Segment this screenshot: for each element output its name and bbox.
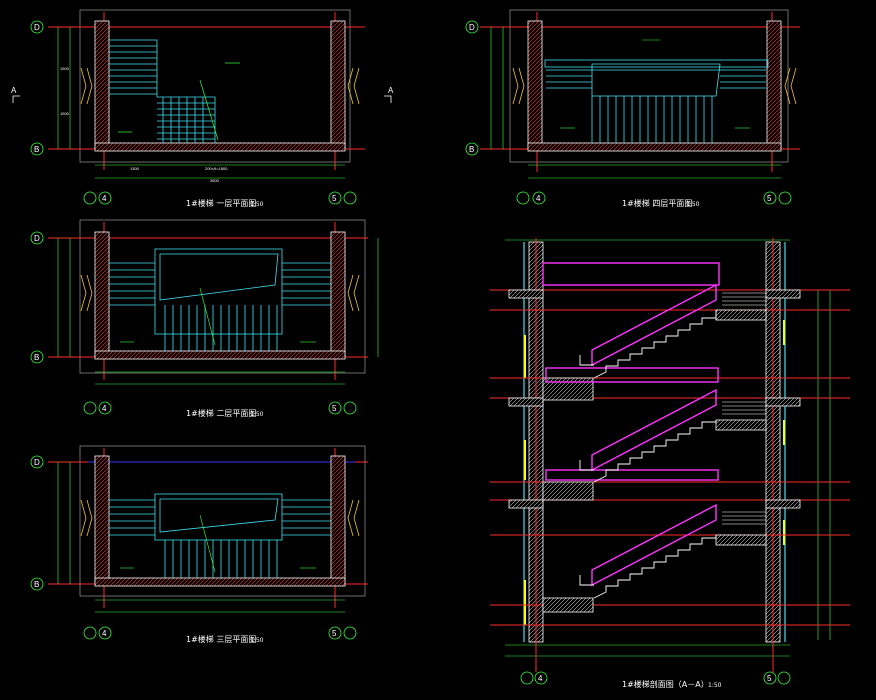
svg-text:D: D: [34, 234, 40, 243]
svg-text:B: B: [469, 145, 474, 154]
plan-2-title: 1#楼梯 二层平面图: [186, 408, 256, 418]
svg-text:1500: 1500: [60, 111, 70, 116]
svg-text:D: D: [34, 23, 40, 32]
plan-1-scale: 1:50: [250, 201, 264, 208]
axis-bubble-icon: D B 4 5: [30, 455, 357, 640]
svg-text:200×9=1800: 200×9=1800: [205, 166, 228, 171]
plan-3-title: 1#楼梯 三层平面图: [186, 634, 256, 644]
svg-text:4: 4: [536, 194, 541, 203]
axis-bubble-icon: D B 4 5: [30, 231, 357, 415]
svg-text:1500: 1500: [60, 66, 70, 71]
plan-2-scale: 1:50: [250, 411, 264, 418]
axis-bubble-icon: 4 5: [520, 671, 791, 685]
section-a-a: 4 5 1#楼梯剖面图（A－A） 1:50: [490, 238, 850, 689]
svg-text:4: 4: [102, 404, 107, 413]
svg-text:4: 4: [102, 629, 107, 638]
svg-text:5: 5: [767, 674, 772, 683]
axis-bubble-icon: D B 4 5: [465, 20, 792, 205]
plan-3-scale: 1:50: [250, 637, 264, 644]
svg-text:A: A: [11, 86, 17, 95]
section-cut-marker-icon: A A: [11, 86, 394, 103]
stair-flights: [579, 310, 717, 599]
svg-text:3500: 3500: [210, 178, 220, 183]
svg-text:1300: 1300: [130, 166, 140, 171]
svg-text:B: B: [34, 353, 39, 362]
svg-text:D: D: [469, 23, 475, 32]
plan-ground-floor: 1500 1500 1300 200×9=1800 3500 D B 4 5 A A…: [11, 9, 394, 208]
svg-text:B: B: [34, 580, 39, 589]
axis-bubble-icon: D B 4 5: [30, 20, 357, 205]
svg-text:5: 5: [332, 194, 337, 203]
plan-second-floor: D B 4 5 1#楼梯 二层平面图 1:50: [30, 219, 379, 418]
svg-text:B: B: [34, 145, 39, 154]
plan-1-title: 1#楼梯 一层平面图: [186, 198, 256, 208]
section-title: 1#楼梯剖面图（A－A）: [622, 679, 709, 689]
plan-4-title: 1#楼梯 四层平面图: [622, 198, 692, 208]
plan-4-scale: 1:50: [686, 201, 700, 208]
svg-text:5: 5: [332, 404, 337, 413]
plan-fourth-floor: D B 4 5 1#楼梯 四层平面图 1:50: [465, 9, 800, 208]
svg-text:5: 5: [767, 194, 772, 203]
svg-text:A: A: [388, 86, 394, 95]
section-scale: 1:50: [708, 682, 722, 689]
svg-text:4: 4: [538, 674, 543, 683]
svg-text:5: 5: [332, 629, 337, 638]
svg-text:D: D: [34, 458, 40, 467]
plan-third-floor: D B 4 5 1#楼梯 三层平面图 1:50: [30, 445, 368, 644]
svg-text:4: 4: [102, 194, 107, 203]
